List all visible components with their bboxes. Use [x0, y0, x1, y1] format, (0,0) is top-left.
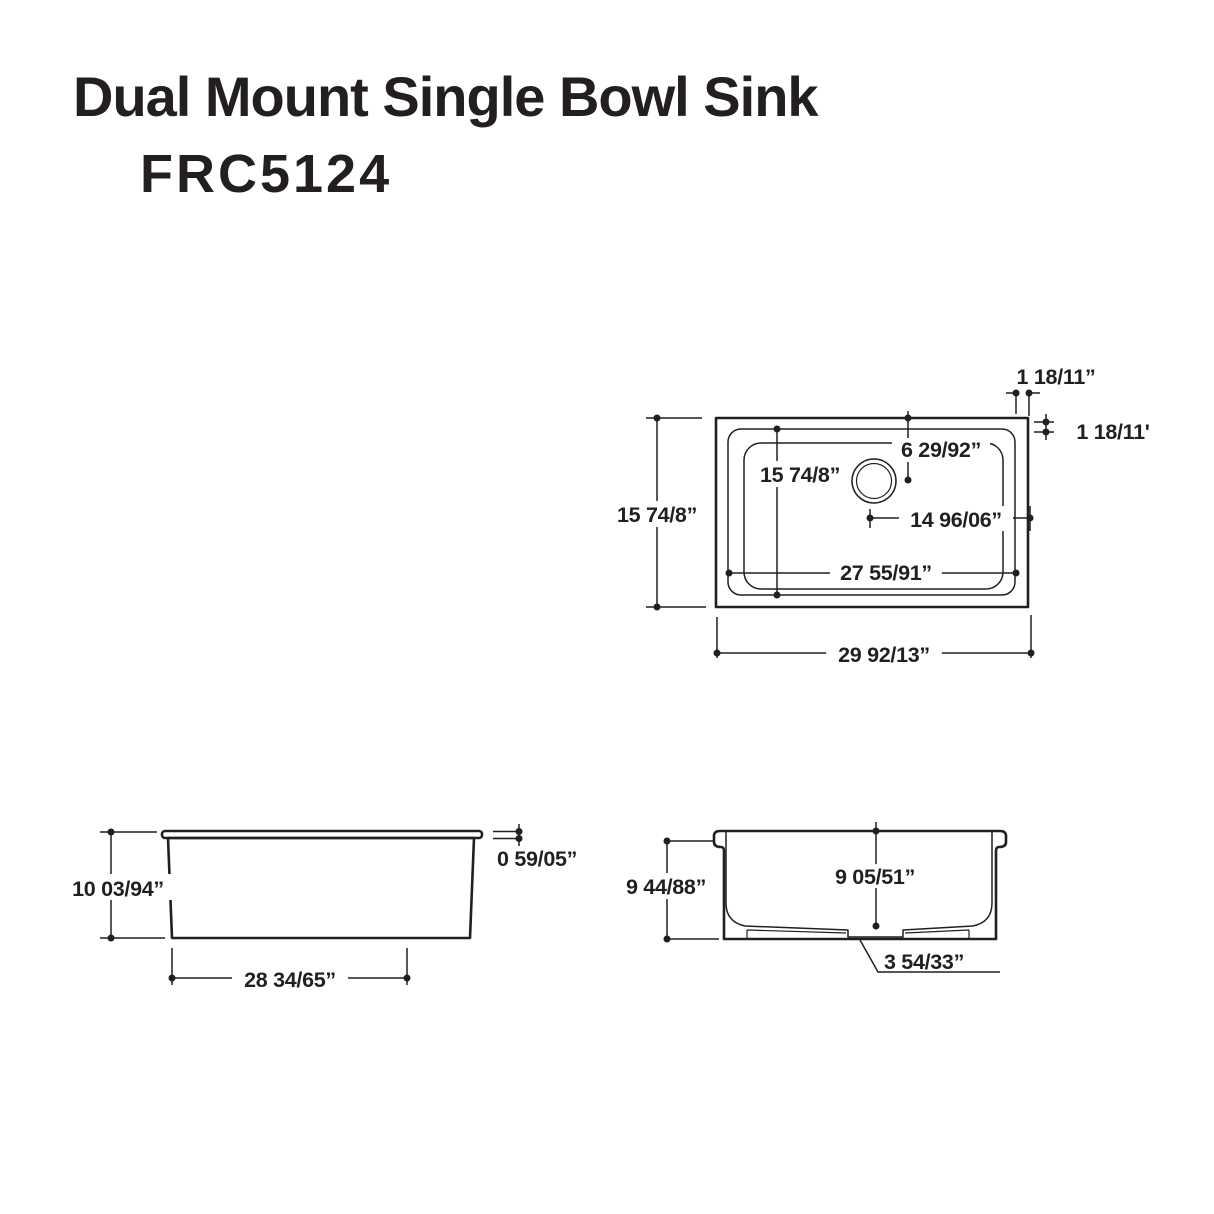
label-bg: [828, 864, 922, 888]
drain-outer-circle: [851, 458, 897, 504]
dim-overall-width-label: 29 92/13”: [838, 643, 930, 667]
dim-front-height-label: 10 03/94”: [72, 877, 164, 901]
dim-drain-offset-label: 3 54/33”: [884, 950, 964, 974]
label-bg: [752, 461, 848, 487]
label-bg: [54, 874, 180, 900]
sink-outer-edge: [714, 416, 1030, 609]
label-bg: [614, 873, 718, 899]
dim-inner-width-label: 27 55/91”: [840, 561, 932, 585]
label-bg: [608, 501, 706, 527]
label-bg: [232, 966, 348, 991]
model-number: FRC5124: [140, 144, 392, 204]
label-bg: [899, 506, 1013, 531]
dim-rim-right-lines: [1034, 414, 1054, 440]
dim-rim-thickness-label: 0 59/05”: [497, 847, 577, 871]
dim-rim-thickness-lines: [493, 824, 520, 846]
section-view: 9 44/88” 9 05/51” 3 54/33”: [614, 822, 1008, 974]
front-body: [166, 836, 476, 940]
drain-offset-leader-line: [859, 939, 1000, 973]
dim-overall-depth-label: 15 74/8”: [617, 503, 697, 527]
page-title: Dual Mount Single Bowl Sink: [73, 65, 819, 128]
dim-rim-top-lines: [1006, 392, 1040, 416]
dim-drain-from-top-label: 6 29/92”: [901, 438, 981, 462]
label-bg: [826, 641, 942, 666]
front-view: 10 03/94” 0 59/05” 28 34/65”: [54, 824, 577, 992]
dim-section-depth-label: 9 44/88”: [626, 875, 706, 899]
sink-rim-inner-edge: [727, 428, 1016, 596]
section-base-pads: [746, 929, 970, 938]
dim-bowl-depth-label: 9 05/51”: [835, 865, 915, 889]
dim-drain-right-label: 14 96/06”: [910, 508, 1002, 532]
dim-rim-top-label: 1 18/11”: [1017, 365, 1096, 389]
label-bg: [830, 558, 942, 584]
top-view: 15 74/8” 15 74/8” 6 29/92” 14 96/06” 27 …: [608, 365, 1150, 667]
drain-inner-circle: [855, 462, 893, 500]
section-outer-shell: [712, 829, 1008, 941]
dim-bottom-width-label: 28 34/65”: [244, 968, 336, 992]
label-bg: [892, 438, 990, 462]
section-bowl-profile: [725, 831, 993, 938]
dim-inner-depth-label: 15 74/8”: [760, 463, 840, 487]
dim-rim-right-label: 1 18/11': [1076, 420, 1149, 444]
